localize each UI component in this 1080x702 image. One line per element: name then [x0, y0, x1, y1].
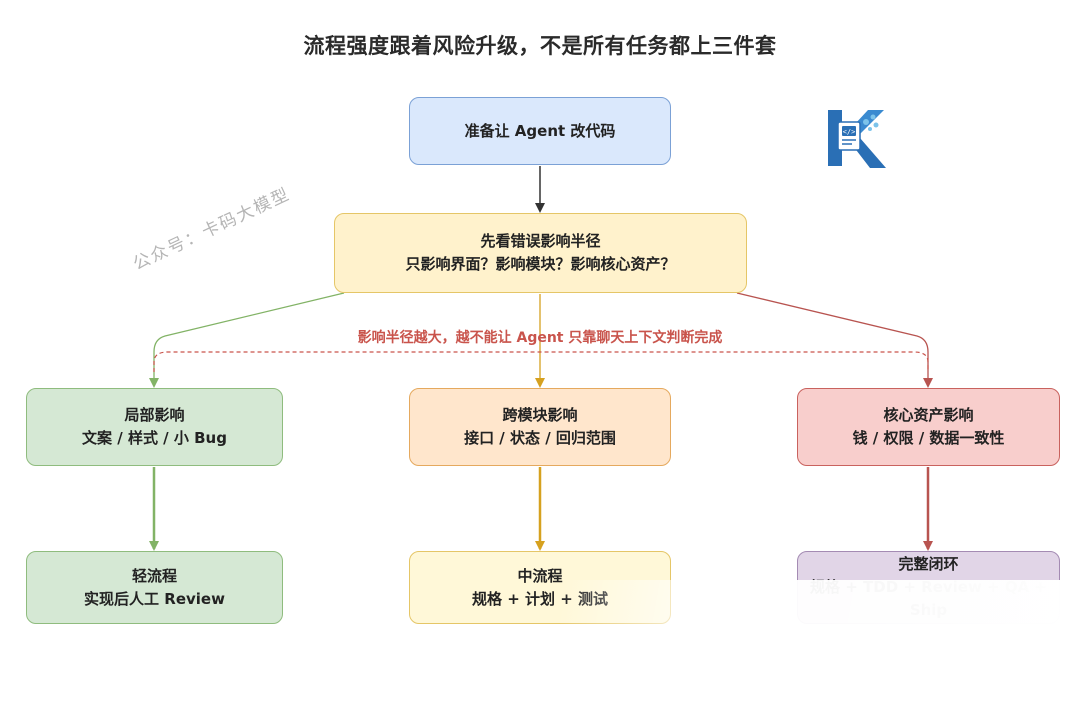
node-cross-line2: 接口 / 状态 / 回归范围	[464, 429, 616, 447]
node-core-line2: 钱 / 权限 / 数据一致性	[852, 429, 1005, 447]
brand-logo: </>	[828, 110, 886, 168]
node-full-loop: 完整闭环 规格 + TDD + Review + QA + Ship	[797, 551, 1060, 624]
node-check-impact: 先看错误影响半径 只影响界面？影响模块？影响核心资产？	[334, 213, 747, 293]
node-full-line1: 完整闭环	[898, 555, 959, 573]
node-cross-module-impact: 跨模块影响 接口 / 状态 / 回归范围	[409, 388, 671, 466]
arrow-check-to-core	[736, 292, 933, 388]
node-light-line2: 实现后人工 Review	[84, 589, 225, 608]
node-check-line1: 先看错误影响半径	[480, 232, 601, 250]
node-light-process: 轻流程 实现后人工 Review	[26, 551, 283, 624]
node-core-asset-impact: 核心资产影响 钱 / 权限 / 数据一致性	[797, 388, 1060, 466]
node-local-impact: 局部影响 文案 / 样式 / 小 Bug	[26, 388, 283, 466]
node-check-line2: 只影响界面？影响模块？影响核心资产？	[405, 255, 676, 273]
node-local-line2: 文案 / 样式 / 小 Bug	[82, 429, 227, 447]
node-mid-line1: 中流程	[517, 566, 563, 585]
node-cross-line1: 跨模块影响	[502, 406, 578, 424]
node-start: 准备让 Agent 改代码	[409, 97, 671, 165]
svg-text:</>: </>	[843, 128, 856, 136]
node-medium-process: 中流程 规格 + 计划 + 测试	[409, 551, 671, 624]
node-local-line1: 局部影响	[124, 406, 185, 424]
diagram-title: 流程强度跟着风险升级，不是所有任务都上三件套	[303, 34, 777, 58]
node-core-line1: 核心资产影响	[883, 406, 974, 424]
node-start-line1: 准备让 Agent 改代码	[464, 121, 616, 140]
warning-label: 影响半径越大，越不能让 Agent 只靠聊天上下文判断完成	[357, 330, 723, 346]
node-mid-line2: 规格 + 计划 + 测试	[471, 589, 609, 608]
node-full-line2: 规格 + TDD + Review + QA + Ship	[810, 578, 1047, 619]
warning-dashed-band	[153, 351, 929, 372]
code-document-icon: </>	[837, 121, 861, 151]
arrow-check-to-local	[149, 292, 345, 388]
node-light-line1: 轻流程	[131, 566, 177, 585]
